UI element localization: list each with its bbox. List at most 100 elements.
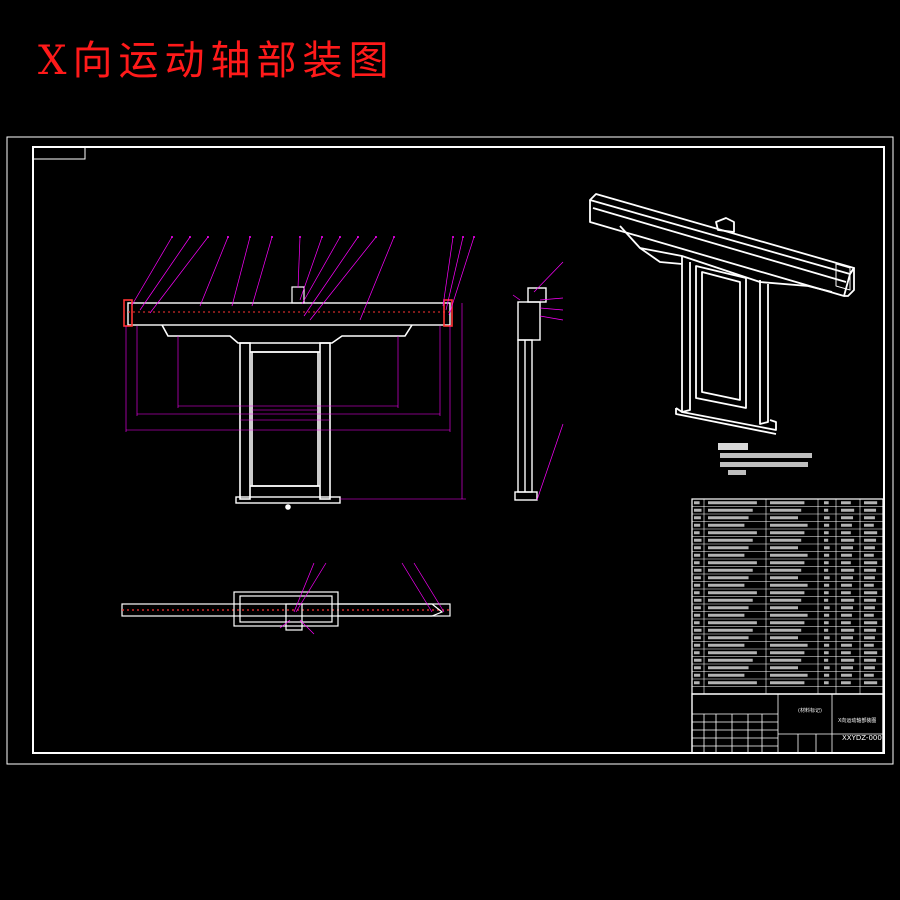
parts-list-cell (841, 591, 851, 595)
parts-list-cell (770, 583, 808, 587)
outer-frame (6, 136, 894, 765)
parts-list-cell (824, 681, 829, 685)
parts-list-cell (864, 666, 875, 670)
parts-list-cell (708, 576, 749, 580)
parts-list-cell (841, 531, 851, 535)
parts-list-cell (841, 538, 855, 542)
material-cell: (材料标记) (798, 707, 822, 714)
front-view (123, 286, 453, 510)
parts-list-cell (770, 636, 798, 640)
parts-list-cell (864, 538, 877, 542)
parts-list-cell (770, 613, 808, 617)
parts-list-cell (864, 643, 874, 647)
parts-list-cell (694, 501, 700, 505)
parts-list-cell (694, 576, 701, 580)
parts-list-cell (770, 673, 808, 677)
parts-list-cell (841, 568, 855, 572)
parts-list-cell (708, 666, 749, 670)
parts-list-cell (841, 658, 855, 662)
parts-list-cell (770, 591, 805, 595)
parts-list-cell (864, 613, 874, 617)
parts-list-cell (770, 606, 798, 610)
parts-list-cell (824, 621, 829, 625)
parts-list-cell (708, 658, 753, 662)
parts-list-cell (770, 598, 802, 602)
parts-list-cell (708, 598, 753, 602)
parts-list-cell (841, 636, 854, 640)
part-name-cell: X向运动轴部装图 (838, 717, 876, 724)
parts-list-cell (708, 568, 753, 572)
parts-list-cell (824, 553, 830, 557)
parts-list-cell (864, 628, 877, 632)
parts-list-cell (824, 531, 829, 535)
parts-list-cell (824, 516, 830, 520)
parts-list-cell (864, 591, 878, 595)
parts-list-cell (841, 508, 855, 512)
parts-list-cell (708, 553, 745, 557)
top-view (121, 591, 451, 631)
parts-list-cell (694, 658, 702, 662)
side-leaders (512, 261, 564, 501)
parts-list-cell (694, 628, 702, 632)
parts-list-cell (824, 628, 829, 632)
parts-list-cell (824, 643, 830, 647)
parts-list-cell (864, 651, 878, 655)
parts-list-rows (692, 501, 883, 687)
parts-list-cell (824, 576, 830, 580)
parts-list-cell (864, 583, 874, 587)
parts-list-cell (694, 621, 700, 625)
parts-list-cell (824, 591, 829, 595)
parts-list-cell (694, 673, 701, 677)
parts-list-cell (770, 658, 802, 662)
parts-list-cell (694, 643, 701, 647)
parts-list-cell (694, 666, 701, 670)
parts-list-cell (694, 591, 700, 595)
parts-list-cell (824, 673, 830, 677)
parts-list-cell (770, 508, 802, 512)
parts-list-cell (770, 651, 805, 655)
parts-list-cell (694, 546, 701, 550)
parts-list-cell (841, 673, 852, 677)
parts-list-cell (694, 636, 701, 640)
parts-list-cell (708, 561, 757, 565)
parts-list-cell (694, 598, 702, 602)
parts-list-cell (824, 568, 829, 572)
corner-code-box (32, 146, 86, 160)
front-balloon-ticks (171, 236, 475, 238)
parts-list-cell (708, 591, 757, 595)
parts-list-cell (694, 561, 700, 565)
parts-list-cell (864, 576, 875, 580)
parts-list-cell (824, 658, 829, 662)
parts-list-cell (824, 636, 830, 640)
page-title: X向运动轴部装图 (38, 38, 395, 84)
parts-list-cell (770, 538, 802, 542)
parts-list-cell (770, 681, 805, 685)
parts-list-cell (864, 636, 875, 640)
parts-list-cell (694, 681, 700, 685)
parts-list-cell (708, 508, 753, 512)
parts-list-cell (708, 523, 745, 527)
parts-list-cell (864, 553, 874, 557)
parts-list-cell (864, 673, 874, 677)
parts-list-cell (708, 501, 757, 505)
drawing-number: XXYDZ-000 (842, 734, 882, 742)
parts-list-cell (694, 606, 701, 610)
parts-list-cell (841, 628, 855, 632)
parts-list-cell (770, 621, 805, 625)
parts-list-cell (824, 523, 830, 527)
parts-list-cell (864, 516, 875, 520)
parts-list-cell (770, 523, 808, 527)
parts-list-cell (841, 583, 852, 587)
parts-list-cell (864, 621, 878, 625)
parts-list-cell (708, 538, 753, 542)
parts-list-cell (708, 681, 757, 685)
parts-list-cell (694, 538, 702, 542)
parts-list-cell (708, 651, 757, 655)
parts-list-cell (864, 523, 874, 527)
parts-list-cell (824, 606, 830, 610)
parts-list-cell (864, 546, 875, 550)
parts-list-cell (864, 568, 877, 572)
parts-list-cell (770, 568, 802, 572)
parts-list-cell (694, 651, 700, 655)
